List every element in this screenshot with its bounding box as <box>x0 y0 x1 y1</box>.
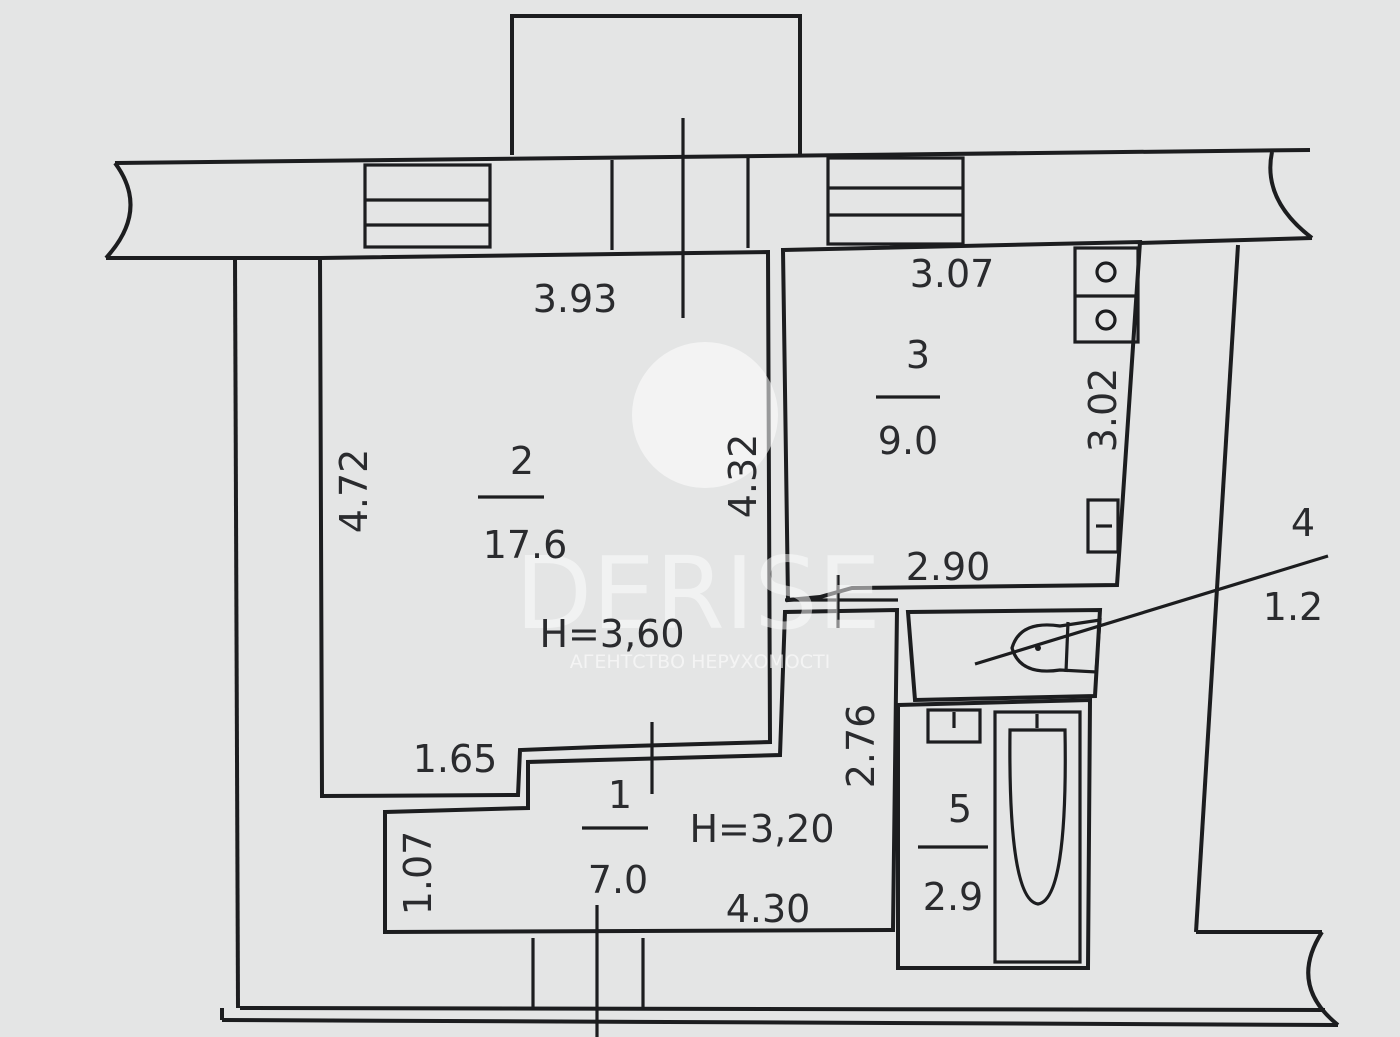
room-2-left-label: 4.72 <box>332 449 376 534</box>
kitchen-sink-icon <box>1086 498 1120 554</box>
watermark-subtitle: АГЕНТСТВО НЕРУХОМОСТІ <box>570 651 831 673</box>
room-2-area: 17.6 <box>483 523 568 567</box>
room-1-width-label: 1.07 <box>396 831 440 916</box>
room-2-number: 2 <box>510 439 534 483</box>
room-5-walls <box>896 697 1093 970</box>
room-4-area: 1.2 <box>1263 585 1323 629</box>
room-4-leader <box>974 554 1329 666</box>
room-5-number: 5 <box>948 787 972 831</box>
bathtub-icon <box>993 710 1082 964</box>
window-right <box>826 156 965 246</box>
washbasin-icon <box>926 708 982 744</box>
room-1-height: H=3,20 <box>689 807 834 851</box>
fraction-bars <box>478 395 988 849</box>
room-3-width-top-label: 3.07 <box>910 252 995 296</box>
room-3-depth-label: 3.02 <box>1081 368 1125 453</box>
room-1-area: 7.0 <box>588 858 648 902</box>
room-1-number: 1 <box>608 773 632 817</box>
room-2-right-label: 4.32 <box>721 434 765 519</box>
room-2-walls <box>317 249 773 799</box>
room-3-number: 3 <box>906 333 930 377</box>
balcony-door <box>610 118 750 318</box>
room-2-height: H=3,60 <box>539 612 684 656</box>
watermark-logo-icon <box>632 342 778 488</box>
toilet-icon <box>1010 618 1102 674</box>
watermark-brand: DERISE <box>515 535 881 652</box>
room-4-number: 4 <box>1291 501 1315 545</box>
room-4-walls <box>905 607 1103 703</box>
entrance-door <box>531 905 645 1037</box>
room-1-walls <box>383 607 900 935</box>
room-1-length-label: 4.30 <box>726 887 811 931</box>
window-left <box>363 163 492 249</box>
room-5-area: 2.9 <box>923 875 983 919</box>
room-3-area: 9.0 <box>878 419 938 463</box>
room-2-step-label: 1.65 <box>413 737 498 781</box>
watermark: DERISE АГЕНТСТВО НЕРУХОМОСТІ <box>515 342 881 673</box>
room-3-width-bottom-label: 2.90 <box>906 545 991 589</box>
stove-icon <box>1073 246 1140 344</box>
balcony <box>510 14 802 155</box>
room-2-width-label: 3.93 <box>533 277 618 321</box>
room-1-side-label: 2.76 <box>839 704 883 789</box>
